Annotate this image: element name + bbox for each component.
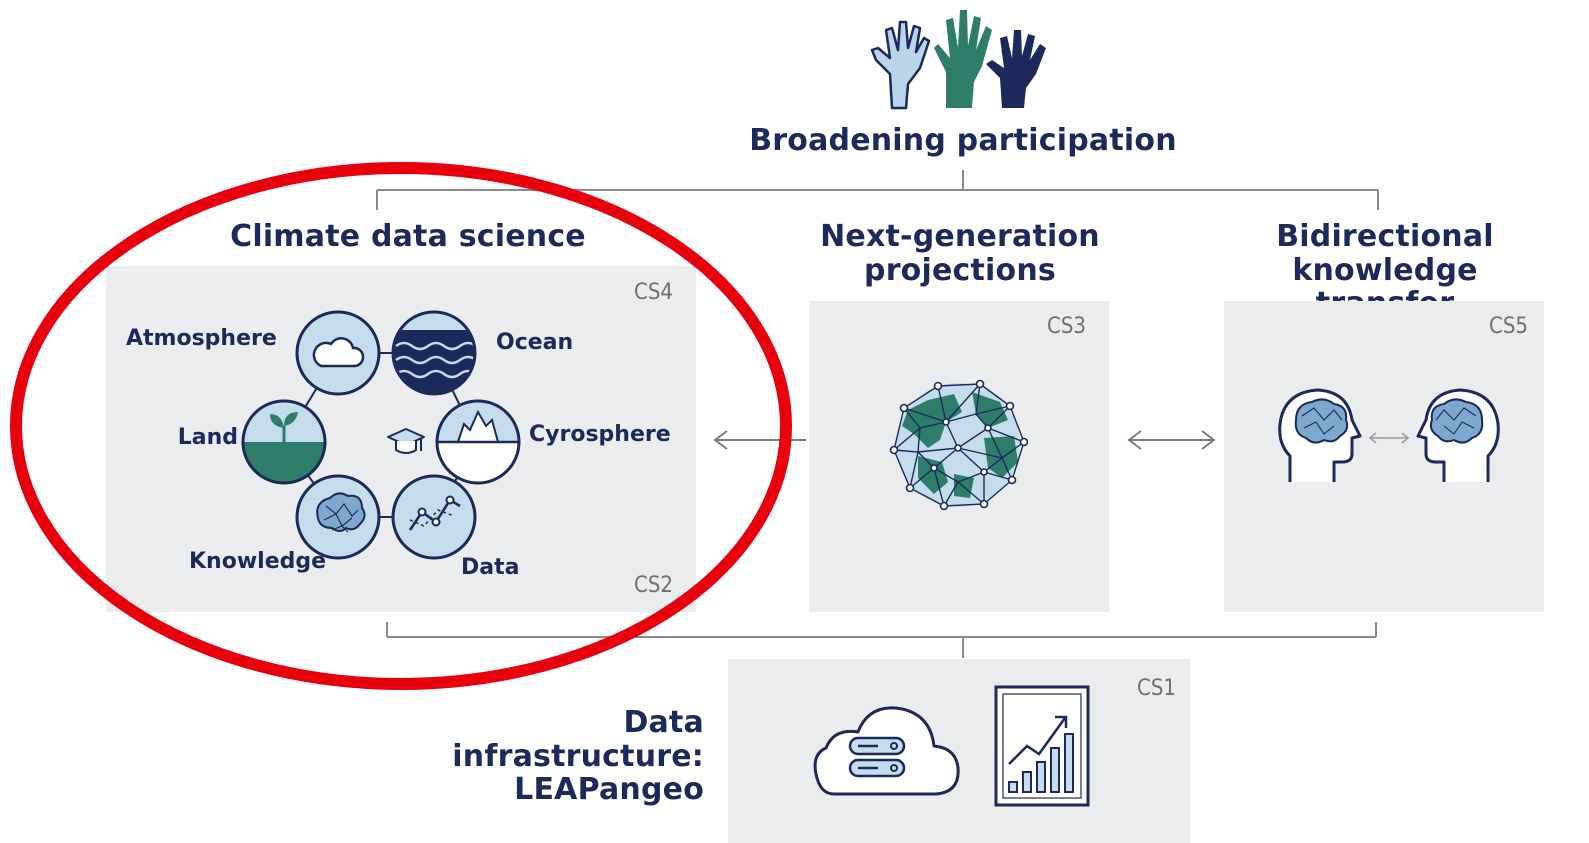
atmosphere-label: Atmosphere [126,326,277,351]
cs5-tag: CS5 [1489,314,1528,339]
data-node [391,474,477,560]
ocean-label: Ocean [496,330,574,355]
cs1-tag: CS1 [1137,676,1176,701]
infrastructure-panel [728,659,1190,843]
knowledge-transfer-title-line1: Bidirectional knowledge [1276,219,1494,288]
knowledge-label: Knowledge [189,549,327,574]
projections-title: Next-generation projections [790,220,1130,287]
growth-chart-icon [993,684,1091,808]
cyrosphere-label: Cyrosphere [529,422,671,447]
brain-icon [316,492,366,532]
cyrosphere-node [435,399,521,485]
data-label: Data [461,555,520,580]
broadening-participation-title: Broadening participation [749,123,1177,158]
knowledge-node [295,474,381,560]
knowledge-transfer-panel [1224,301,1544,612]
raised-hands-icon [862,4,1062,112]
land-node [241,399,327,485]
network-globe-icon [888,378,1029,512]
land-label: Land [177,425,238,450]
infrastructure-title-line1: Data infrastructure: [452,705,704,774]
ocean-node [391,310,477,396]
projections-title-line2: projections [864,252,1056,288]
graduation-cap-icon [387,428,425,454]
bidirectional-arrow [1127,430,1216,450]
infrastructure-title: Data infrastructure: LEAPangeo [372,706,704,807]
two-heads-icon [1276,386,1502,486]
projections-title-line1: Next-generation [820,219,1100,254]
cloud-server-icon [812,702,962,800]
atmosphere-node [295,310,381,396]
cs3-tag: CS3 [1047,314,1086,339]
infrastructure-title-line2: LEAPangeo [514,772,704,808]
